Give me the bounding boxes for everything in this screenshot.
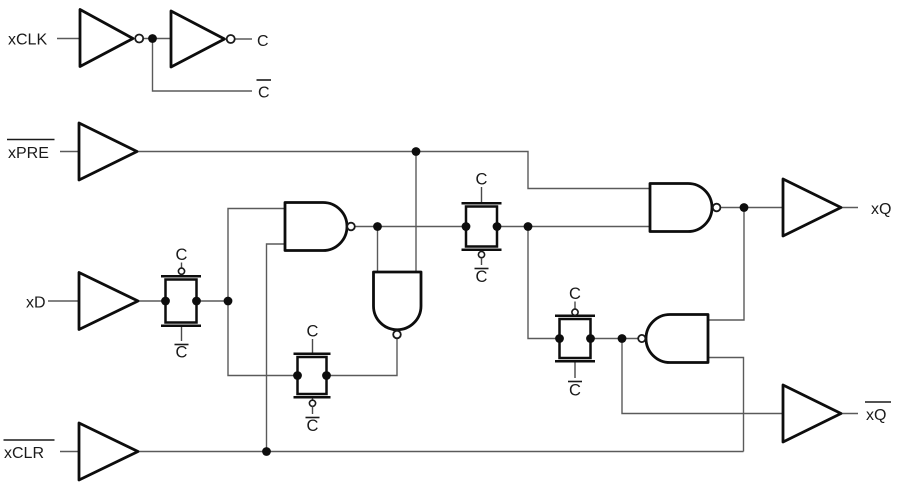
xqbar-buffer (781, 383, 843, 444)
xq-label: xQ (871, 201, 891, 218)
wire-snode-drop (527, 226, 560, 340)
nand-master-bubble (346, 221, 356, 232)
xd-input: xD (26, 271, 140, 331)
slave-latch (637, 182, 722, 364)
junction-dot (293, 371, 302, 380)
junction-dot (148, 34, 157, 43)
wire-qbar-drop (621, 338, 783, 415)
nand-slave-q-bubble (711, 202, 722, 213)
wire-nand2-out (326, 338, 398, 377)
xclr-buffer (77, 421, 140, 482)
junction-dot (373, 222, 382, 231)
tg4-cbar-label: C (569, 382, 581, 400)
xd-buffer (77, 271, 140, 331)
xqbar-label: xQ (866, 407, 886, 424)
junction-dot (262, 447, 271, 456)
nand-slave-feedback-bubble (637, 333, 647, 343)
xpre-buffer (77, 121, 139, 182)
wire-clr-to-nand4 (708, 356, 745, 452)
tg1-c-bubble (177, 267, 186, 276)
junction-dot (555, 334, 564, 343)
junction-dot (739, 203, 749, 212)
junction-dot (586, 334, 595, 343)
nand-slave-feedback (644, 313, 710, 364)
wire-cbar-rail (151, 38, 252, 92)
xclr-label: xCLR (4, 445, 44, 462)
nand-slave-q (648, 182, 714, 233)
xq-output: xQ (781, 177, 891, 238)
inverter-1-bubble (134, 33, 145, 44)
tg4-c-bubble (571, 308, 579, 317)
junction-dot (411, 147, 421, 156)
xq-buffer (781, 177, 843, 238)
junction-dot (492, 222, 502, 231)
inverter-2-bubble (225, 34, 236, 44)
junction-dot (223, 296, 233, 306)
tg4-c-label: C (569, 285, 581, 303)
junction-dot (192, 296, 201, 306)
xpre-label: xPRE (8, 145, 49, 162)
wire-xpre-rail (137, 150, 650, 190)
xpre-input: xPRE (7, 121, 139, 182)
xqbar-output: xQ (781, 383, 891, 444)
cbar-label: C (258, 85, 270, 102)
tg3-cbar-bubble (477, 250, 486, 259)
junction-dot (617, 334, 627, 343)
inverter-2 (169, 9, 226, 69)
tg2-c-label: C (307, 323, 319, 341)
xclr-input: xCLR (3, 421, 140, 482)
c-label: C (257, 33, 269, 50)
tg3-box (464, 205, 499, 248)
master-latch (283, 201, 423, 340)
tg2-cbar-label: C (307, 417, 319, 435)
wires (48, 37, 858, 453)
xclk-label: xCLK (8, 32, 47, 49)
xd-label: xD (26, 295, 46, 312)
nand-master-feedback (372, 270, 423, 332)
junction-dot (322, 371, 331, 380)
tg1-box (164, 278, 198, 324)
nand-master (283, 201, 349, 252)
tg1-c-label: C (176, 246, 188, 264)
nand-master-feedback-bubble (392, 329, 402, 340)
junction-dot (161, 296, 170, 306)
tg-slave-feedback: C C (555, 285, 595, 400)
wire-xq-feedback (708, 207, 745, 321)
junction-dot (461, 222, 471, 231)
wire-dnode-vertical (227, 207, 298, 377)
tg3-cbar-label: C (476, 268, 488, 286)
tg1-cbar-label: C (176, 344, 188, 362)
tg2-cbar-bubble (308, 399, 317, 408)
clock-generator: xCLK C C (8, 8, 271, 102)
inverter-1 (78, 8, 135, 68)
junction-dots (148, 34, 749, 456)
tg4-box (558, 317, 592, 360)
tg3-c-label: C (476, 171, 488, 189)
junction-dot (523, 222, 533, 231)
wire-clr-to-nand1 (265, 243, 285, 452)
tg-master-slave: C C (461, 171, 502, 286)
